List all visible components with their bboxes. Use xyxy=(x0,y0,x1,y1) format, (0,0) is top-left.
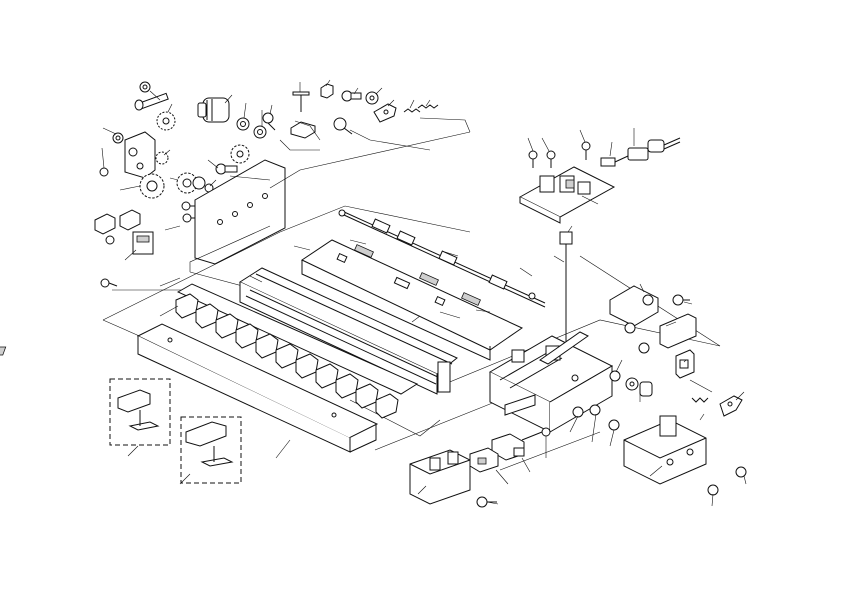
top-left-parts-cluster xyxy=(94,81,439,288)
bearing xyxy=(365,91,379,105)
shaft-short xyxy=(215,163,238,175)
motor xyxy=(197,97,230,123)
screw-upper-right xyxy=(672,294,690,306)
bushings-right xyxy=(609,370,653,397)
photo-sensor xyxy=(132,231,154,255)
flat-spring xyxy=(292,91,310,112)
gear-bracket xyxy=(124,131,156,179)
pin-shaft xyxy=(134,92,169,111)
leader-lines xyxy=(127,128,747,507)
bushing xyxy=(236,117,250,131)
e-ring xyxy=(139,81,151,93)
screw-left xyxy=(105,235,115,245)
bracket-clip xyxy=(290,121,316,139)
spring-clip xyxy=(99,167,109,177)
small-gear xyxy=(156,111,176,131)
sensor-bracket-2 xyxy=(119,209,141,231)
feed-roller-shaft xyxy=(338,209,546,308)
small-bracket xyxy=(320,83,334,99)
switch-bracket xyxy=(469,447,499,473)
spring-pin xyxy=(417,104,439,109)
gear-double xyxy=(176,172,206,194)
detail-box-2 xyxy=(180,416,242,484)
sensor-unit-top xyxy=(518,166,616,224)
actuator-rod xyxy=(559,231,573,360)
mounting-bracket-bottom xyxy=(409,449,471,505)
side-frame-right xyxy=(488,331,614,433)
screw-mid-right xyxy=(624,322,636,334)
latch-lever xyxy=(719,395,743,417)
screws-bottom-right xyxy=(707,466,747,496)
pin-long xyxy=(521,427,551,441)
bracket-upper-right xyxy=(609,285,659,327)
clip-bracket xyxy=(675,349,695,379)
leader-lines-top-left xyxy=(101,79,471,261)
guide-fingers-row xyxy=(175,283,419,419)
plunger xyxy=(341,90,362,102)
lever xyxy=(373,103,397,123)
screw-lower-left xyxy=(100,278,118,288)
gear-large xyxy=(139,173,165,199)
exit-tray-channel xyxy=(136,323,379,453)
screws-row xyxy=(572,404,620,431)
screw-mid-right-2 xyxy=(638,342,650,354)
side-plate-left xyxy=(194,159,286,265)
screw-top xyxy=(262,112,276,131)
bushing-2 xyxy=(253,125,267,139)
rear-guide-plate xyxy=(300,239,524,361)
cover-plate xyxy=(659,313,697,349)
harness-connector xyxy=(600,137,681,167)
gear-top xyxy=(230,144,250,164)
spring-small xyxy=(403,108,421,113)
screws-top-right xyxy=(528,141,591,168)
small-label xyxy=(0,346,7,356)
ring-washer xyxy=(112,132,124,144)
gear-medium xyxy=(155,151,169,165)
side-bracket-right xyxy=(623,415,707,485)
spring-hook xyxy=(691,397,709,403)
stud xyxy=(333,117,353,135)
detail-box-1 xyxy=(109,378,171,446)
platen-guide xyxy=(238,267,458,395)
sensor-bracket xyxy=(94,213,116,235)
